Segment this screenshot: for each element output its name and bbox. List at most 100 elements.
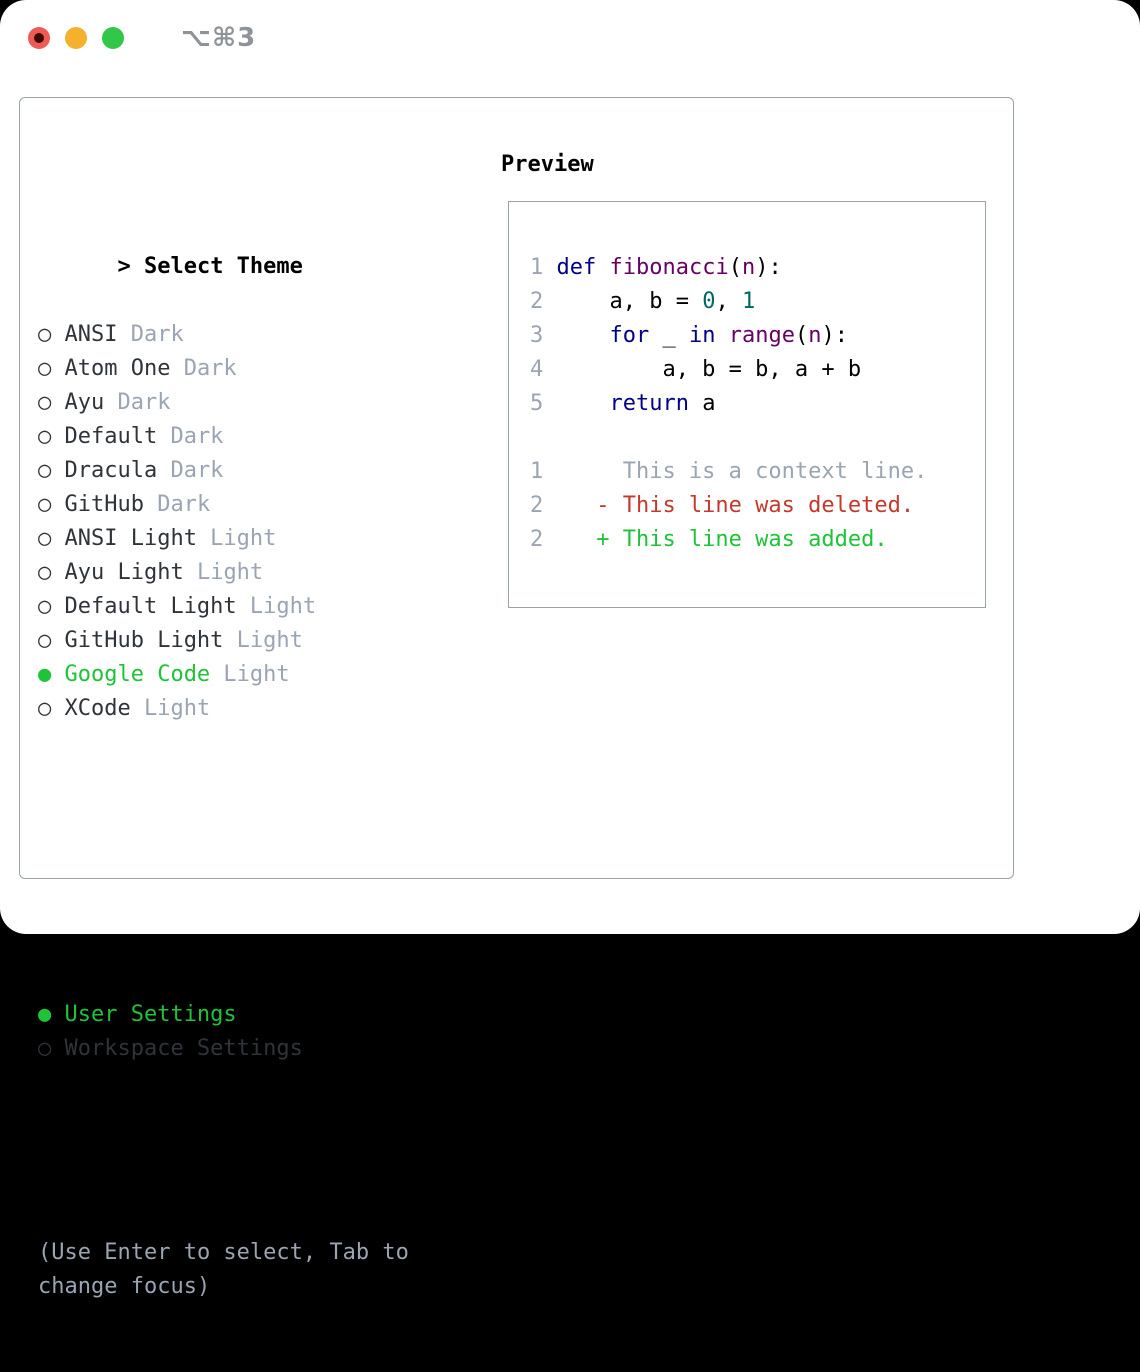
- code-segment: in: [688, 323, 716, 348]
- apply-to-option-list: ● User Settings ○ Workspace Settings: [38, 998, 474, 1066]
- code-segment: [715, 323, 728, 348]
- theme-option-dracula[interactable]: ○ Dracula Dark: [38, 454, 474, 488]
- code-segment: def: [556, 255, 597, 280]
- radio-unselected-icon: ○: [38, 594, 52, 619]
- theme-option-ayu[interactable]: ○ Ayu Dark: [38, 386, 474, 420]
- theme-option-xcode[interactable]: ○ XCode Light: [38, 692, 474, 726]
- radio-unselected-icon: ○: [38, 628, 52, 653]
- titlebar: ⌥⌘3: [28, 23, 256, 53]
- code-segment: [596, 255, 609, 280]
- preview-pane: [508, 201, 986, 608]
- theme-variant: Light: [196, 526, 277, 551]
- apply-option-workspace-settings[interactable]: ○ Workspace Settings: [38, 1032, 474, 1066]
- apply-option-user-settings[interactable]: ● User Settings: [38, 998, 474, 1032]
- code-line: 2 a, b = 0, 1: [530, 285, 927, 319]
- theme-variant: Light: [236, 594, 317, 619]
- code-segment: ):: [821, 323, 848, 348]
- blank-line: [530, 421, 927, 455]
- theme-name: ANSI: [64, 322, 118, 347]
- code-line: 1 def fibonacci(n):: [530, 251, 927, 285]
- radio-unselected-icon: ○: [38, 696, 52, 721]
- code-segment: ,: [715, 289, 742, 314]
- radio-unselected-icon: ○: [38, 458, 52, 483]
- theme-variant: Dark: [157, 458, 224, 483]
- radio-unselected-icon: ○: [38, 356, 52, 381]
- code-line: 5 return a: [530, 387, 927, 421]
- code-line: 3 for _ in range(n):: [530, 319, 927, 353]
- code-segment: 1: [741, 289, 756, 314]
- theme-option-ansi[interactable]: ○ANSI Dark: [38, 318, 474, 352]
- theme-option-github[interactable]: ○GitHub Dark: [38, 488, 474, 522]
- code-segment: ):: [755, 255, 782, 280]
- theme-selector: >Select Theme ○ANSI Dark○Atom One Dark○A…: [38, 148, 474, 1372]
- code-segment: n: [741, 255, 756, 280]
- hint-text: (Use Enter to select, Tab to change focu…: [38, 1240, 409, 1299]
- code-segment: a, b =: [556, 289, 703, 314]
- line-number: 2: [530, 493, 544, 518]
- apply-option-name: User Settings: [64, 1002, 237, 1027]
- apply-option-name: Workspace Settings: [64, 1036, 303, 1061]
- code-segment: a: [688, 391, 716, 416]
- theme-name: GitHub Light: [64, 628, 224, 653]
- theme-name: Default Light: [64, 594, 237, 619]
- theme-name: Atom One: [64, 356, 171, 381]
- theme-name: Ayu Light: [64, 560, 184, 585]
- radio-unselected-icon: ○: [38, 424, 52, 449]
- theme-name: Dracula: [64, 458, 158, 483]
- diff-line: 2 + This line was added.: [530, 523, 927, 557]
- spacer: [38, 1134, 474, 1168]
- theme-selector-header: >Select Theme: [38, 216, 474, 279]
- app-window: ⌥⌘3 >Select Theme ○ANSI Dark○Atom One Da…: [0, 0, 1140, 934]
- theme-option-ayu-light[interactable]: ○ Ayu Light Light: [38, 556, 474, 590]
- theme-variant: Dark: [143, 492, 211, 517]
- theme-variant: Dark: [104, 390, 171, 415]
- theme-name: Default: [64, 424, 158, 449]
- theme-variant: Dark: [117, 322, 184, 347]
- window-title: ⌥⌘3: [181, 23, 257, 53]
- radio-unselected-icon: ○: [38, 1036, 52, 1061]
- radio-unselected-icon: ○: [38, 492, 52, 517]
- line-number: 2: [530, 527, 544, 552]
- theme-variant: Dark: [170, 356, 237, 381]
- code-segment: + This line was added.: [556, 527, 888, 552]
- theme-variant: Light: [130, 696, 211, 721]
- theme-name: XCode: [64, 696, 131, 721]
- theme-option-atom-one[interactable]: ○ Atom One Dark: [38, 352, 474, 386]
- spacer: [38, 794, 474, 828]
- code-segment: [556, 323, 609, 348]
- theme-option-github-light[interactable]: ○GitHub Light Light: [38, 624, 474, 658]
- radio-selected-icon: ●: [38, 662, 52, 687]
- apply-to-title: Apply To: [143, 934, 250, 959]
- theme-option-list: ○ANSI Dark○Atom One Dark○Ayu Dark○Defaul…: [38, 318, 474, 726]
- radio-unselected-icon: ○: [38, 560, 52, 585]
- minimize-button[interactable]: [65, 27, 87, 49]
- line-number: 3: [530, 323, 544, 348]
- line-number: 1: [530, 255, 544, 280]
- code-segment: for: [609, 323, 650, 348]
- theme-option-default[interactable]: ○Default Dark: [38, 420, 474, 454]
- code-segment: n: [808, 323, 822, 348]
- code-segment: (: [728, 255, 742, 280]
- theme-variant: Light: [183, 560, 264, 585]
- close-button[interactable]: [28, 27, 50, 49]
- radio-unselected-icon: ○: [38, 390, 52, 415]
- radio-unselected-icon: ○: [38, 526, 52, 551]
- theme-variant: Light: [210, 662, 290, 687]
- code-line: 4 a, b = b, a + b: [530, 353, 927, 387]
- preview-title: Preview: [501, 152, 594, 177]
- radio-selected-icon: ●: [38, 1002, 52, 1027]
- code-segment: a, b = b, a + b: [556, 357, 862, 382]
- code-segment: - This line was deleted.: [556, 493, 915, 518]
- theme-option-default-light[interactable]: ○ Default Light Light: [38, 590, 474, 624]
- theme-name: Ayu: [64, 390, 105, 415]
- code-segment: fibonacci: [609, 255, 729, 280]
- code-segment: This is a context line.: [556, 459, 928, 484]
- apply-to-header: Apply To: [38, 896, 474, 959]
- code-segment: return: [609, 391, 689, 416]
- zoom-button[interactable]: [102, 27, 124, 49]
- code-segment: _: [649, 323, 689, 348]
- theme-name: ANSI Light: [64, 526, 197, 551]
- theme-option-google-code[interactable]: ●Google Code Light: [38, 658, 474, 692]
- theme-option-ansi-light[interactable]: ○ ANSI Light Light: [38, 522, 474, 556]
